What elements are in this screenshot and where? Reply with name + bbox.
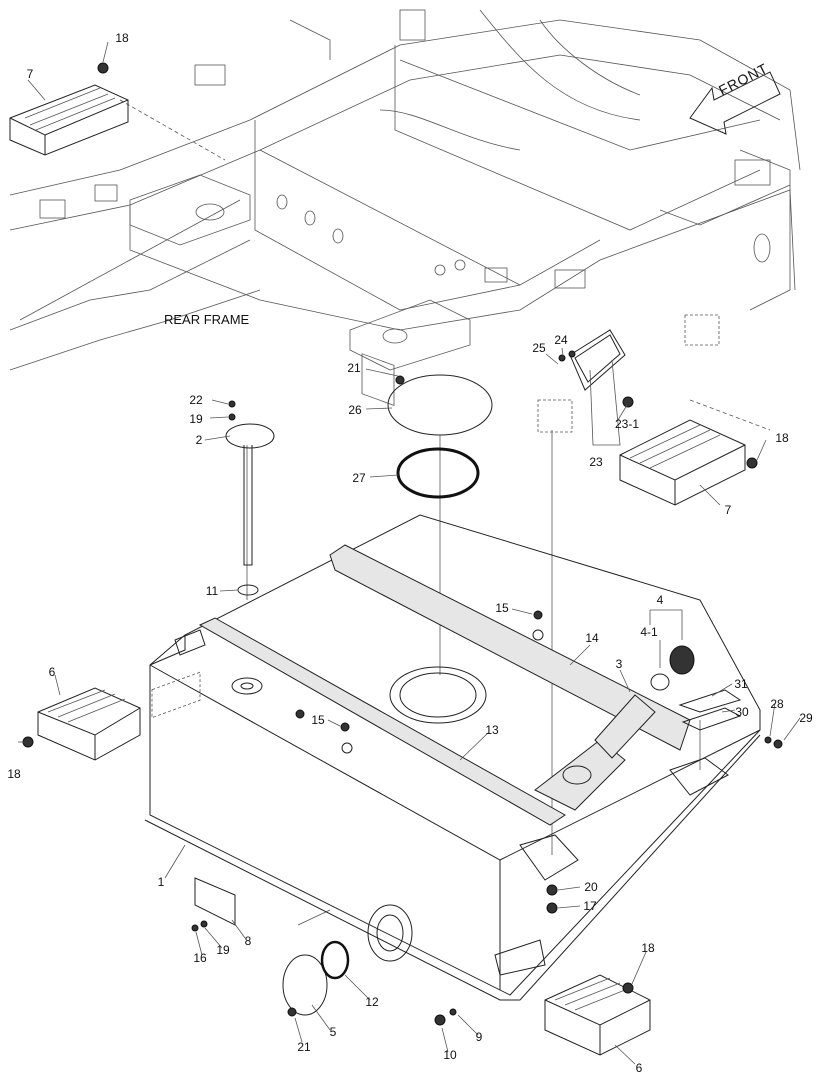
- step-7-top-left: [9, 84, 129, 156]
- part-callout: 25: [532, 341, 546, 355]
- fuel-sender-2: [225, 423, 275, 566]
- leader-lines: [18, 41, 801, 1065]
- bracket-8: [194, 877, 236, 926]
- part-callout: 28: [770, 697, 784, 711]
- plate-31: [678, 689, 742, 731]
- part-callout: 14: [585, 631, 599, 645]
- part-callout: 6: [635, 1061, 643, 1075]
- part-callout: 21: [297, 1040, 311, 1054]
- part-callout: 10: [443, 1048, 457, 1062]
- part-callout: 6: [48, 665, 56, 679]
- part-callout: 15: [495, 601, 509, 615]
- part-callout: 26: [348, 403, 362, 417]
- part-callout: 19: [216, 943, 230, 957]
- part-callout: 1: [157, 875, 165, 889]
- part-callout: 5: [329, 1025, 337, 1039]
- fuel-tank: [144, 314, 761, 1001]
- rear-frame: [9, 9, 801, 406]
- part-callout: 13: [485, 723, 499, 737]
- part-callout: 31: [734, 677, 748, 691]
- part-callout: 11: [205, 584, 219, 598]
- part-callout: 17: [583, 899, 597, 913]
- part-callout: 2: [195, 433, 203, 447]
- part-callout: 4: [656, 593, 664, 607]
- strainer-3: [594, 694, 656, 759]
- drain-cover-5: [282, 954, 328, 1016]
- part-callout: 20: [584, 880, 598, 894]
- front-arrow-icon: [689, 71, 781, 135]
- part-callout: 4-1: [640, 625, 658, 639]
- part-callout: 21: [347, 361, 361, 375]
- frame-label: REAR FRAME: [164, 312, 250, 327]
- part-callout: 8: [244, 934, 252, 948]
- part-callout: 18: [775, 431, 789, 445]
- part-callout: 24: [554, 333, 568, 347]
- part-callout: 18: [7, 767, 21, 781]
- part-callout: 12: [365, 995, 379, 1009]
- part-callout: 9: [475, 1030, 483, 1044]
- part-callout: 7: [26, 67, 34, 81]
- part-callout: 27: [352, 471, 366, 485]
- cover-23: [569, 329, 626, 391]
- cover-plate-26: [387, 374, 493, 436]
- part-callout: 15: [311, 713, 325, 727]
- part-callout: 19: [189, 412, 203, 426]
- part-callout: 23-1: [614, 417, 640, 431]
- o-ring-12: [320, 940, 350, 980]
- o-ring-27: [396, 447, 480, 499]
- assembly-guide-lines: [119, 99, 771, 926]
- bolts: [22, 62, 783, 1026]
- part-callout: 18: [115, 31, 129, 45]
- part-callout: 30: [735, 705, 749, 719]
- part-callout: 22: [189, 393, 203, 407]
- part-callout: 18: [641, 941, 655, 955]
- o-ring-11: [237, 584, 259, 596]
- part-callout: 16: [193, 951, 207, 965]
- cap-4: [650, 645, 695, 691]
- step-6-bottom: [544, 974, 651, 1056]
- step-7-right: [619, 419, 746, 506]
- part-callout: 29: [799, 711, 813, 725]
- step-6-left: [37, 687, 141, 761]
- part-callout: 23: [589, 455, 603, 469]
- part-callout: 3: [615, 657, 623, 671]
- part-callout: 7: [724, 503, 732, 517]
